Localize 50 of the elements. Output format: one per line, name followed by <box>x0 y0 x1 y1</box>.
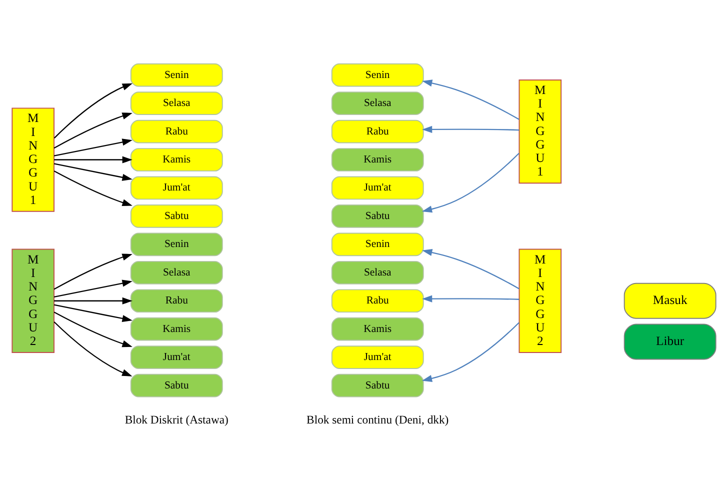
node-box: Rabu <box>331 289 424 313</box>
node-box: Selasa <box>130 92 223 115</box>
arrow <box>54 304 132 322</box>
node-box: M I N G G U 1 <box>518 79 562 184</box>
node-box: Rabu <box>331 120 424 144</box>
legend-label: Libur <box>656 334 684 348</box>
node-box: Jum'at <box>130 176 223 200</box>
arrow <box>422 126 520 133</box>
arrow <box>54 83 133 138</box>
arrow <box>422 80 520 120</box>
arrow <box>54 280 132 298</box>
node-box: Sabtu <box>130 374 223 398</box>
arrow <box>54 156 132 164</box>
node-box: Senin <box>130 63 223 87</box>
node-box: Selasa <box>331 260 424 284</box>
arrow <box>54 112 132 149</box>
node-box: M I N G G U 2 <box>12 248 54 353</box>
arrow <box>422 152 520 213</box>
node-box: Kamis <box>331 317 424 341</box>
node-box: Selasa <box>331 92 424 115</box>
label: Blok Diskrit (Astawa) <box>124 414 228 427</box>
node-box: Jum'at <box>130 346 223 369</box>
label: Blok semi continu (Deni, dkk) <box>306 414 449 427</box>
node-box: Kamis <box>130 148 223 172</box>
arrow <box>54 297 132 304</box>
arrow <box>422 248 520 290</box>
node-box: Rabu <box>130 289 223 313</box>
node-box: Sabtu <box>331 204 424 228</box>
node-box: M I N G G U 2 <box>518 248 562 353</box>
arrow <box>54 170 132 206</box>
arrow <box>422 322 520 382</box>
node-box: Sabtu <box>130 204 223 228</box>
node-box: M I N G G U 1 <box>12 108 54 212</box>
arrow <box>54 312 132 348</box>
arrow <box>422 295 520 302</box>
node-box: Senin <box>331 232 424 256</box>
arrow <box>54 138 132 156</box>
node-box: Rabu <box>130 120 223 144</box>
node-box: Kamis <box>130 317 223 341</box>
node-box: Jum'at <box>331 176 424 200</box>
arrow <box>54 321 132 376</box>
node-box: Senin <box>331 63 424 87</box>
node-box: Sabtu <box>331 374 424 398</box>
node-box: Selasa <box>130 260 223 284</box>
arrow <box>54 163 132 181</box>
node-box: Kamis <box>331 148 424 172</box>
arrow <box>54 254 132 290</box>
node-box: Jum'at <box>331 346 424 369</box>
legend-label: Masuk <box>652 293 688 308</box>
node-box: Senin <box>130 232 223 256</box>
